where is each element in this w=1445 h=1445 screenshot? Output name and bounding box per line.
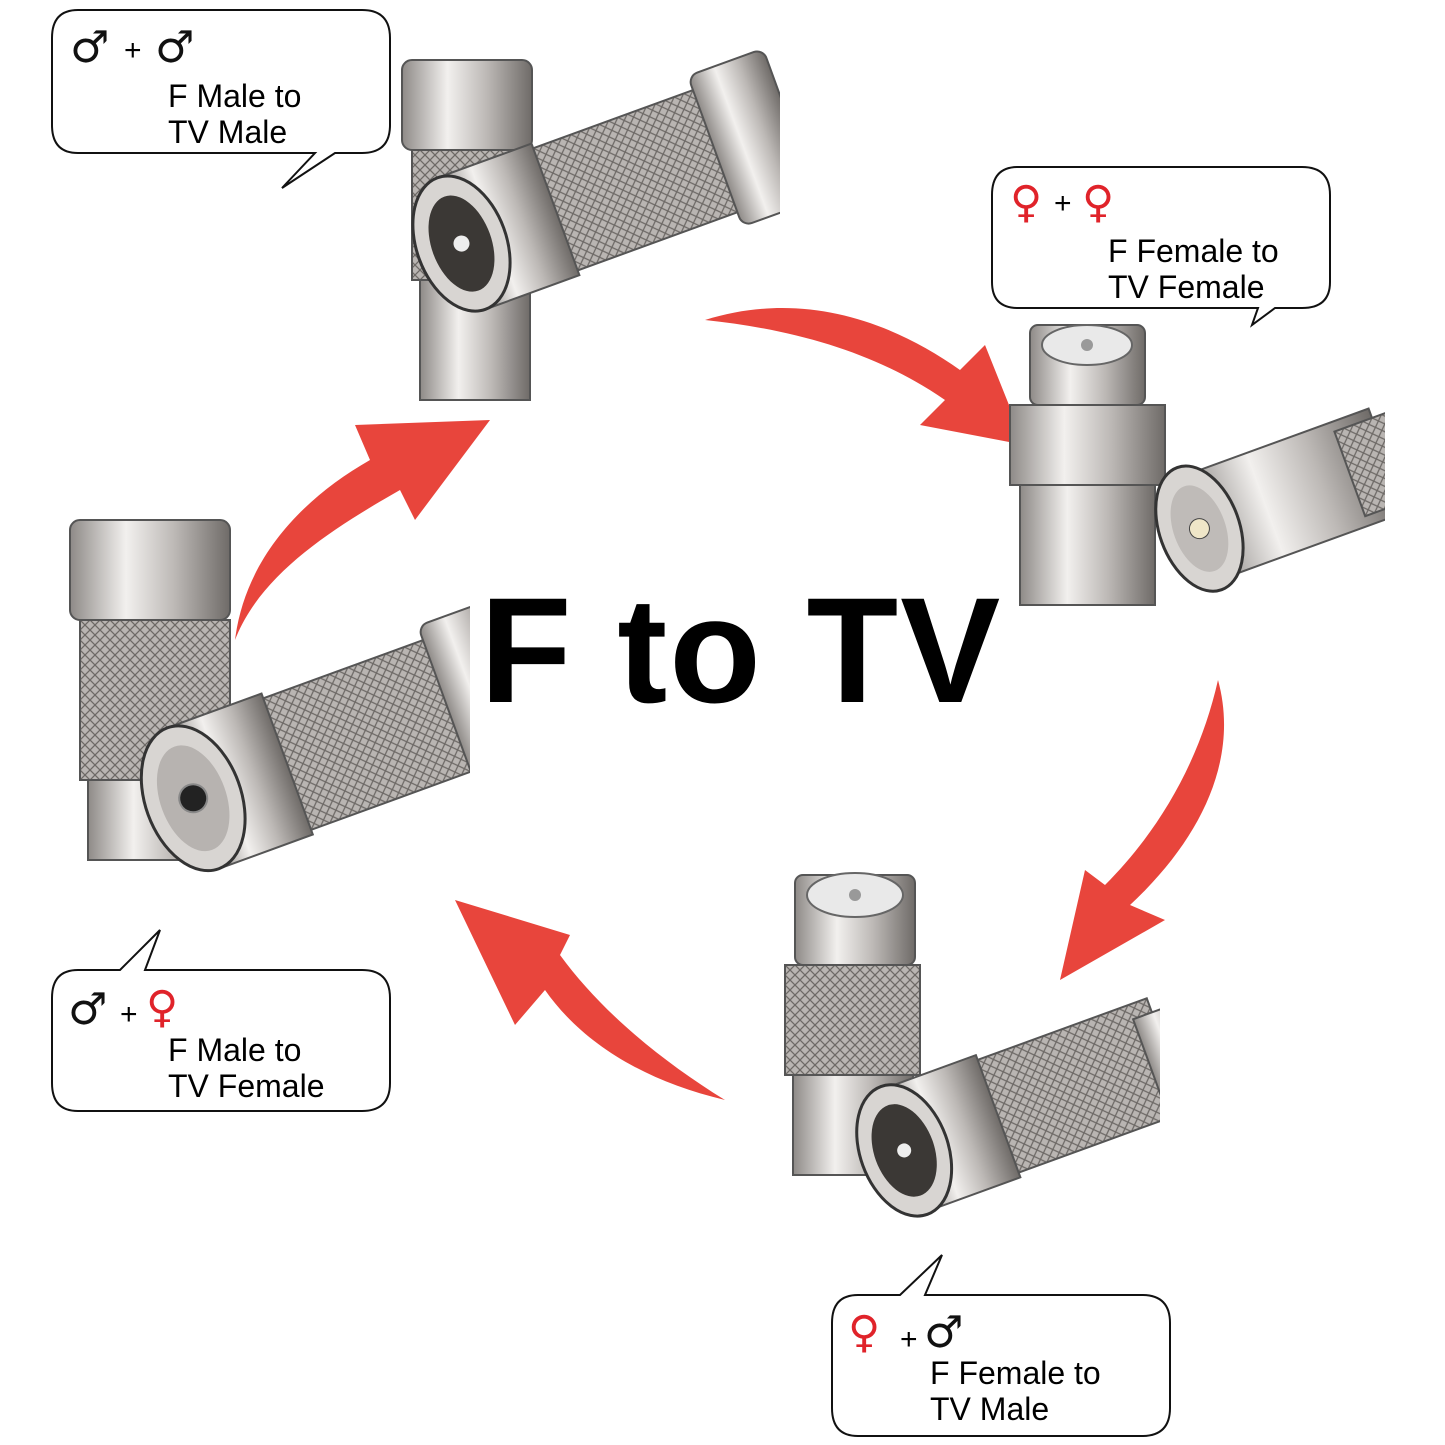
female-symbol-icon: ♀ <box>848 1307 881 1358</box>
female-symbol-icon: ♀ <box>146 982 179 1033</box>
female-symbol-icon: ♀ <box>1082 177 1115 228</box>
arrow-left-up <box>235 420 490 640</box>
bubble-line-2: TV Female <box>168 1068 325 1104</box>
bubble-line-2: TV Male <box>168 114 288 150</box>
arrow-top-right <box>705 308 1025 445</box>
bubble-f-male-to-tv-male: ♂ + ♂ F Male to TV Male <box>50 8 395 189</box>
bubble-f-male-to-tv-female: ♂ + ♀ F Male to TV Female <box>50 929 395 1115</box>
female-symbol-icon: ♀ <box>1010 177 1043 228</box>
bubble-f-female-to-tv-male: ♀ + ♂ F Female to TV Male <box>830 1254 1175 1440</box>
male-symbol-icon: ♂ <box>68 984 108 1035</box>
plus-sign: + <box>124 34 142 67</box>
bubble-frame <box>991 166 1331 328</box>
connector-pair-f-female-tv-female <box>1009 324 1385 606</box>
plus-sign: + <box>900 1323 918 1356</box>
connector-pair-f-male-tv-male <box>401 50 780 401</box>
arrow-right-down <box>1060 680 1225 980</box>
bubble-line-2: TV Male <box>930 1391 1050 1427</box>
plus-sign: + <box>1054 187 1072 220</box>
bubble-line-2: TV Female <box>1108 269 1265 305</box>
arrow-bottom-left <box>455 900 725 1100</box>
bubble-line-1: F Female to <box>930 1355 1101 1391</box>
bubble-line-1: F Male to <box>168 1032 302 1068</box>
bubble-line-1: F Male to <box>168 78 302 114</box>
bubble-frame <box>51 9 391 189</box>
male-symbol-icon: ♂ <box>155 22 195 73</box>
male-symbol-icon: ♂ <box>924 1307 964 1358</box>
bubble-frame <box>831 1254 1171 1437</box>
male-symbol-icon: ♂ <box>70 22 110 73</box>
page-title: F to TV <box>480 566 1003 734</box>
bubble-f-female-to-tv-female: ♀ + ♀ F Female to TV Female <box>990 165 1335 328</box>
connector-pair-f-male-tv-female <box>69 519 470 873</box>
plus-sign: + <box>120 998 138 1031</box>
bubble-line-1: F Female to <box>1108 233 1279 269</box>
bubble-frame <box>51 929 391 1112</box>
connector-pair-f-female-tv-male <box>784 872 1160 1218</box>
